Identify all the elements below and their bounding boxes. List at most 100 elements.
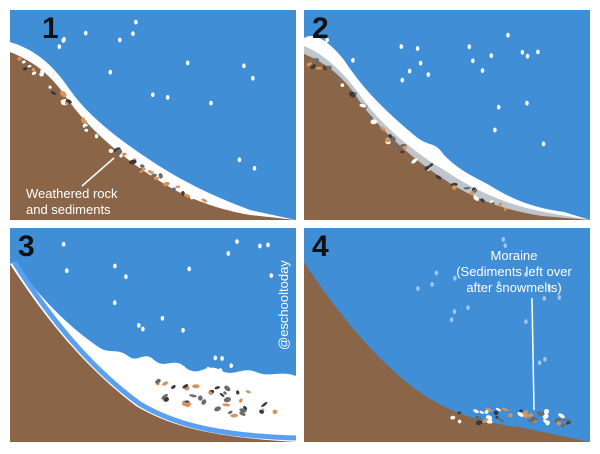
sediment-pebble — [154, 176, 159, 180]
sediment-pebble — [536, 411, 545, 416]
sediment-pebble — [497, 417, 504, 423]
sediment-pebble — [451, 185, 457, 190]
sediment-pebble — [482, 418, 489, 423]
sediment-pebble — [556, 421, 562, 426]
sediment-pebble — [370, 119, 378, 125]
snowflake — [503, 243, 508, 249]
snowflake — [83, 30, 88, 36]
snowflake — [453, 275, 457, 281]
panel-1: 1 Weathered rock and sediments — [10, 10, 296, 220]
snowflake — [493, 127, 497, 133]
sediment-pebble — [245, 390, 251, 394]
snowflake — [525, 100, 529, 106]
sediment-pebble — [486, 419, 493, 424]
panel-2-snowflakes — [325, 32, 546, 147]
sediment-pebble — [365, 115, 373, 121]
sediment-pebble — [182, 384, 189, 389]
sediment-pebble — [400, 150, 405, 154]
sediment-pebble — [31, 71, 37, 75]
sediment-pebble — [503, 207, 507, 211]
snowflake — [524, 272, 528, 277]
sediment-pebble — [197, 395, 203, 401]
sediment-pebble — [222, 403, 231, 407]
snowflake — [537, 360, 542, 366]
sediment-pebble — [493, 410, 499, 416]
sediment-pebble — [474, 416, 482, 420]
sediment-pebble — [523, 413, 529, 418]
snowflake — [506, 32, 510, 38]
snowflake — [235, 239, 239, 244]
sediment-pebble — [332, 77, 339, 82]
snowflake — [108, 69, 113, 75]
snowflake — [520, 49, 525, 55]
sediment-pebble — [223, 391, 227, 395]
snowflake — [213, 355, 218, 361]
sediment-pebble — [239, 398, 243, 403]
snowflake — [430, 282, 434, 287]
sediment-pebble — [182, 401, 187, 407]
snowflake — [547, 285, 552, 291]
snowflake — [325, 37, 329, 43]
sediment-pebble — [543, 408, 550, 415]
panel-1-label: Weathered rock and sediments — [26, 186, 118, 218]
panel-3-number: 3 — [18, 230, 35, 263]
sediment-pebble — [488, 417, 493, 421]
snowflake — [266, 242, 270, 248]
sediment-pebble — [475, 420, 483, 426]
snowflake — [151, 92, 155, 98]
sediment-pebble — [175, 185, 181, 189]
sediment-pebble — [261, 401, 268, 408]
snowflake — [407, 68, 412, 74]
sediment-pebble — [491, 202, 495, 205]
panel-1-snowflakes — [57, 19, 257, 171]
sediment-pebble — [219, 392, 225, 397]
sediment-pebble — [31, 67, 36, 72]
snowflake — [112, 300, 117, 306]
sediment-pebble — [214, 406, 221, 412]
snowflake — [242, 63, 246, 69]
panel-1-label-line-2: and sediments — [26, 202, 111, 217]
sediment-pebble — [563, 419, 572, 422]
panel-2: 2 — [304, 10, 590, 220]
sediment-pebble — [84, 125, 90, 129]
sediment-pebble — [403, 145, 407, 150]
sediment-pebble — [189, 394, 197, 398]
sediment-pebble — [484, 410, 489, 414]
snowflake — [131, 31, 135, 37]
panel-4-number: 4 — [312, 230, 329, 263]
sediment-pebble — [208, 391, 213, 396]
snowflake — [452, 309, 457, 314]
sediment-pebble — [558, 413, 565, 419]
snowflake — [160, 315, 165, 321]
sediment-pebble — [498, 202, 503, 208]
snowflake — [426, 72, 431, 77]
panel-1-ground — [10, 52, 296, 220]
snowflake — [525, 53, 530, 59]
snowflake — [185, 60, 190, 66]
sediment-pebble — [239, 411, 246, 416]
sediment-pebble — [27, 64, 32, 68]
sediment-pebble — [313, 57, 320, 64]
snowflake — [399, 44, 404, 49]
panel-3-sediments — [155, 378, 278, 418]
sediment-pebble — [50, 91, 57, 95]
sediment-pebble — [463, 186, 471, 190]
sediment-pebble — [183, 193, 191, 198]
snowflake — [65, 268, 69, 274]
snowflake — [165, 95, 170, 100]
sediment-pebble — [450, 415, 456, 420]
snowflake — [61, 241, 66, 247]
snowflake — [57, 44, 62, 50]
snowflake — [471, 58, 475, 64]
snowflake — [542, 296, 547, 301]
sediment-pebble — [201, 198, 208, 203]
snowflake — [496, 104, 501, 110]
sediment-pebble — [508, 413, 513, 418]
sediment-pebble — [201, 399, 206, 405]
sediment-pebble — [140, 164, 145, 168]
sediment-pebble — [480, 198, 485, 203]
snowflake — [400, 77, 405, 83]
snowflake — [113, 263, 117, 269]
sediment-pebble — [94, 134, 99, 139]
snowflake — [181, 327, 185, 333]
